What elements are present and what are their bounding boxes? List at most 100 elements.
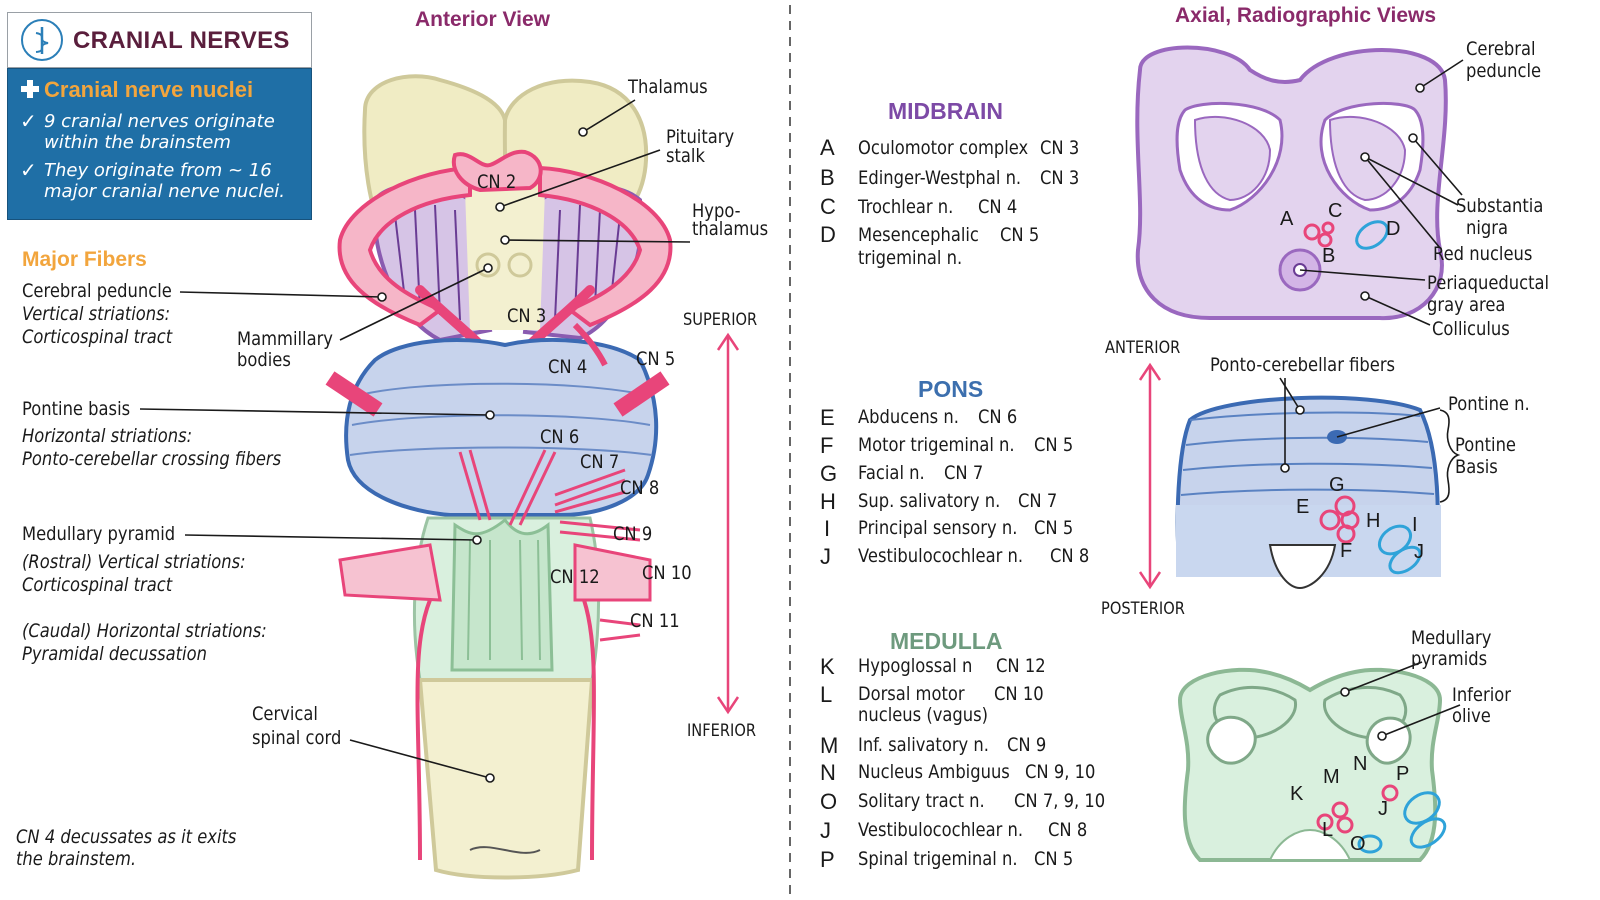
nucleus-cn: CN 7 (1018, 490, 1058, 512)
nucleus-name: Principal sensory n. (858, 517, 1018, 539)
diagram-letter: H (1366, 510, 1381, 532)
nucleus-name: nucleus (vagus) (858, 704, 989, 726)
diagram-letter: B (1322, 245, 1336, 267)
nucleus-cn: CN 6 (978, 406, 1018, 428)
fiber-cerebral-peduncle: Cerebral peduncle (22, 280, 172, 302)
caduceus-logo-icon (21, 19, 63, 61)
nucleus-letter: L (820, 682, 833, 707)
label-cn7: CN 7 (580, 451, 620, 473)
label-medullary-pyramids: pyramids (1411, 648, 1488, 670)
subtitle: Cranial nerve nuclei (44, 77, 254, 102)
check-icon: ✓ (20, 109, 37, 133)
nucleus-name: Vestibulocochlear n. (858, 545, 1024, 567)
nucleus-cn: CN 5 (1034, 848, 1074, 870)
diagram-letter: J (1378, 798, 1388, 820)
nucleus-letter: J (820, 818, 831, 843)
nucleus-name: Mesencephalic (858, 224, 979, 246)
nucleus-name: Abducens n. (858, 406, 959, 428)
spinal-cord-shape (417, 678, 595, 880)
nucleus-cn: CN 7, 9, 10 (1014, 790, 1106, 812)
bullet-2: They originate from ~ 16 major cranial n… (44, 160, 286, 202)
pons-shape (344, 338, 659, 517)
axial-views-title: Axial, Radiographic Views (1175, 4, 1437, 27)
nucleus-name: Inf. salivatory n. (858, 734, 989, 756)
nucleus-cn: CN 5 (1034, 434, 1074, 456)
page-title: CRANIAL NERVES (73, 27, 290, 54)
diagram-letter: C (1328, 200, 1343, 222)
label-cervical: Cervical (252, 703, 318, 725)
label-pontine-basis: Basis (1455, 456, 1498, 478)
diagram-letter: L (1322, 819, 1334, 841)
nucleus-cn: CN 8 (1048, 819, 1088, 841)
nucleus-name: trigeminal n. (858, 247, 963, 269)
label-cn10: CN 10 (642, 562, 692, 584)
label-cn12: CN 12 (550, 566, 600, 588)
diagram-letter: D (1386, 218, 1401, 240)
label-cerebral-peduncle: Cerebral (1466, 38, 1536, 60)
label-pituitary: Pituitary (666, 126, 735, 148)
diagram-letter: A (1280, 208, 1294, 230)
nucleus-cn: CN 8 (1050, 545, 1090, 567)
fiber-desc: Corticospinal tract (22, 574, 173, 596)
nucleus-name: Dorsal motor (858, 683, 965, 705)
major-fibers-title: Major Fibers (22, 248, 147, 271)
nucleus-cn: CN 7 (944, 462, 984, 484)
nucleus-cn: CN 4 (978, 196, 1018, 218)
nucleus-name: Motor trigeminal n. (858, 434, 1015, 456)
nucleus-letter: P (820, 847, 835, 872)
label-cervical: spinal cord (252, 727, 342, 749)
nucleus-cn: CN 9, 10 (1025, 761, 1096, 783)
fiber-pontine-basis: Pontine basis (22, 398, 131, 420)
axis-inferior: INFERIOR (687, 721, 757, 741)
label-medullary-pyramids: Medullary (1411, 627, 1492, 649)
nucleus-letter: O (820, 789, 838, 814)
label-pituitary: stalk (666, 145, 705, 167)
diagram-letter: K (1290, 783, 1304, 805)
bullet-1: 9 cranial nerves originate within the br… (44, 111, 275, 153)
diagram-letter: E (1296, 496, 1310, 518)
nucleus-letter: G (820, 461, 838, 486)
label-red-nucleus: Red nucleus (1433, 243, 1533, 265)
nucleus-cn: CN 3 (1040, 167, 1080, 189)
nucleus-letter: M (820, 733, 839, 758)
nucleus-letter: A (820, 135, 835, 160)
diagram-letter: I (1412, 514, 1418, 536)
nucleus-letter: E (820, 405, 835, 430)
label-mammillary: Mammillary (237, 328, 333, 350)
note-cn4: the brainstem. (16, 848, 137, 870)
nucleus-letter: I (824, 516, 831, 541)
diagram-letter: F (1340, 540, 1353, 562)
label-cerebral-peduncle: peduncle (1466, 60, 1542, 82)
label-cn2: CN 2 (477, 171, 517, 193)
nucleus-letter: D (820, 222, 836, 247)
nucleus-name: Edinger-Westphal n. (858, 167, 1022, 189)
label-ponto-cerebellar: Ponto-cerebellar fibers (1210, 354, 1396, 376)
nucleus-name: Hypoglossal n (858, 655, 973, 677)
nucleus-name: Nucleus Ambiguus (858, 761, 1010, 783)
pons-title: PONS (918, 376, 984, 402)
nucleus-name: Spinal trigeminal n. (858, 848, 1018, 870)
nucleus-letter: H (820, 489, 836, 514)
fiber-desc: Ponto-cerebellar crossing fibers (22, 448, 282, 470)
label-hypothalamus: Hypo- (692, 200, 741, 222)
label-substantia-nigra: Substantia (1456, 195, 1544, 217)
nucleus-letter: B (820, 165, 835, 190)
nucleus-cn: CN 3 (1040, 137, 1080, 159)
diagram-letter: J (1414, 541, 1424, 563)
fiber-desc: Corticospinal tract (22, 326, 173, 348)
diagram-letter: M (1323, 766, 1340, 788)
anterior-view-title: Anterior View (415, 8, 550, 31)
nucleus-name: Facial n. (858, 462, 925, 484)
label-cn3: CN 3 (507, 305, 547, 327)
label-pontine-n: Pontine n. (1448, 393, 1530, 415)
label-pontine-basis: Pontine (1455, 434, 1516, 456)
fiber-medullary-pyramid: Medullary pyramid (22, 523, 176, 545)
axis-posterior: POSTERIOR (1101, 599, 1185, 619)
label-periaqueductal: Periaqueductal (1427, 272, 1550, 294)
midbrain-title: MIDBRAIN (888, 98, 1003, 124)
label-cn4: CN 4 (548, 356, 588, 378)
nucleus-name: Vestibulocochlear n. (858, 819, 1024, 841)
label-thalamus: Thalamus (628, 76, 708, 98)
nucleus-cn: CN 5 (1034, 517, 1074, 539)
